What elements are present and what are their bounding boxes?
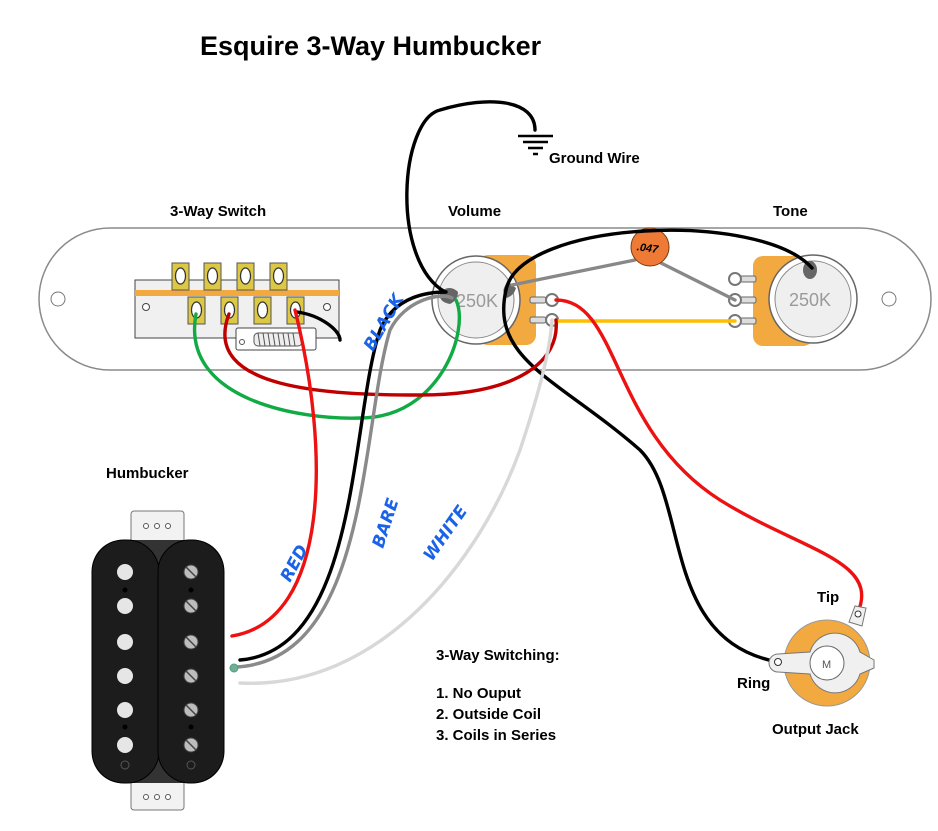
ground-icon xyxy=(518,134,553,156)
output-jack: M xyxy=(768,605,875,707)
tone-label: Tone xyxy=(773,203,808,220)
wire-green-switch-to-volume xyxy=(192,298,461,420)
volume-label: Volume xyxy=(448,203,501,220)
humbucker-pole-pieces xyxy=(117,564,133,753)
jack-tip-label: Tip xyxy=(817,589,839,606)
wire-humbucker-red xyxy=(230,308,318,638)
wire-black-switch xyxy=(295,310,342,342)
wire-humbucker-white xyxy=(238,318,554,685)
switching-heading: 3-Way Switching: xyxy=(436,647,560,664)
humbucker-label: Humbucker xyxy=(106,465,189,482)
wire-black-volume-to-tone xyxy=(504,228,814,292)
switch-label: 3-Way Switch xyxy=(170,203,266,220)
cap-wire-volume xyxy=(510,258,637,287)
tone-pot-value: 250K xyxy=(789,290,831,310)
wire-dark-red-switch-to-volume xyxy=(223,312,558,397)
wire-humbucker-bare xyxy=(234,294,454,669)
wire-label-bare: BARE xyxy=(369,496,404,551)
switching-position-3: 3. Coils in Series xyxy=(436,727,556,744)
wire-humbucker-black xyxy=(238,290,448,662)
plate-screw-hole-right xyxy=(881,291,897,307)
diagram-title: Esquire 3-Way Humbucker xyxy=(200,31,542,61)
tone-capacitor: .047 xyxy=(630,227,670,267)
plate-screw-hole-left xyxy=(50,291,66,307)
wire-black-to-jack-ring xyxy=(502,288,780,664)
wire-red-to-jack-tip xyxy=(554,298,864,614)
wire-ground-black xyxy=(405,100,537,294)
humbucker-pickup xyxy=(91,510,239,811)
capacitor-value: .047 xyxy=(636,241,660,256)
switching-notes: 3-Way Switching: 1. No Ouput 2. Outside … xyxy=(436,647,560,744)
cap-wire-tone xyxy=(653,258,737,302)
jack-ring-label: Ring xyxy=(737,675,770,692)
volume-pot-value: 250K xyxy=(456,291,498,311)
output-jack-label: Output Jack xyxy=(772,721,859,738)
switching-position-2: 2. Outside Coil xyxy=(436,706,541,723)
jack-center-label: M xyxy=(822,659,831,671)
switching-position-1: 1. No Ouput xyxy=(436,685,521,702)
ground-wire-label: Ground Wire xyxy=(549,150,640,167)
wire-label-red: RED xyxy=(277,542,313,586)
switch-spring xyxy=(235,327,317,351)
volume-pot: 250K xyxy=(431,255,559,345)
tone-pot: 250K xyxy=(728,254,858,346)
